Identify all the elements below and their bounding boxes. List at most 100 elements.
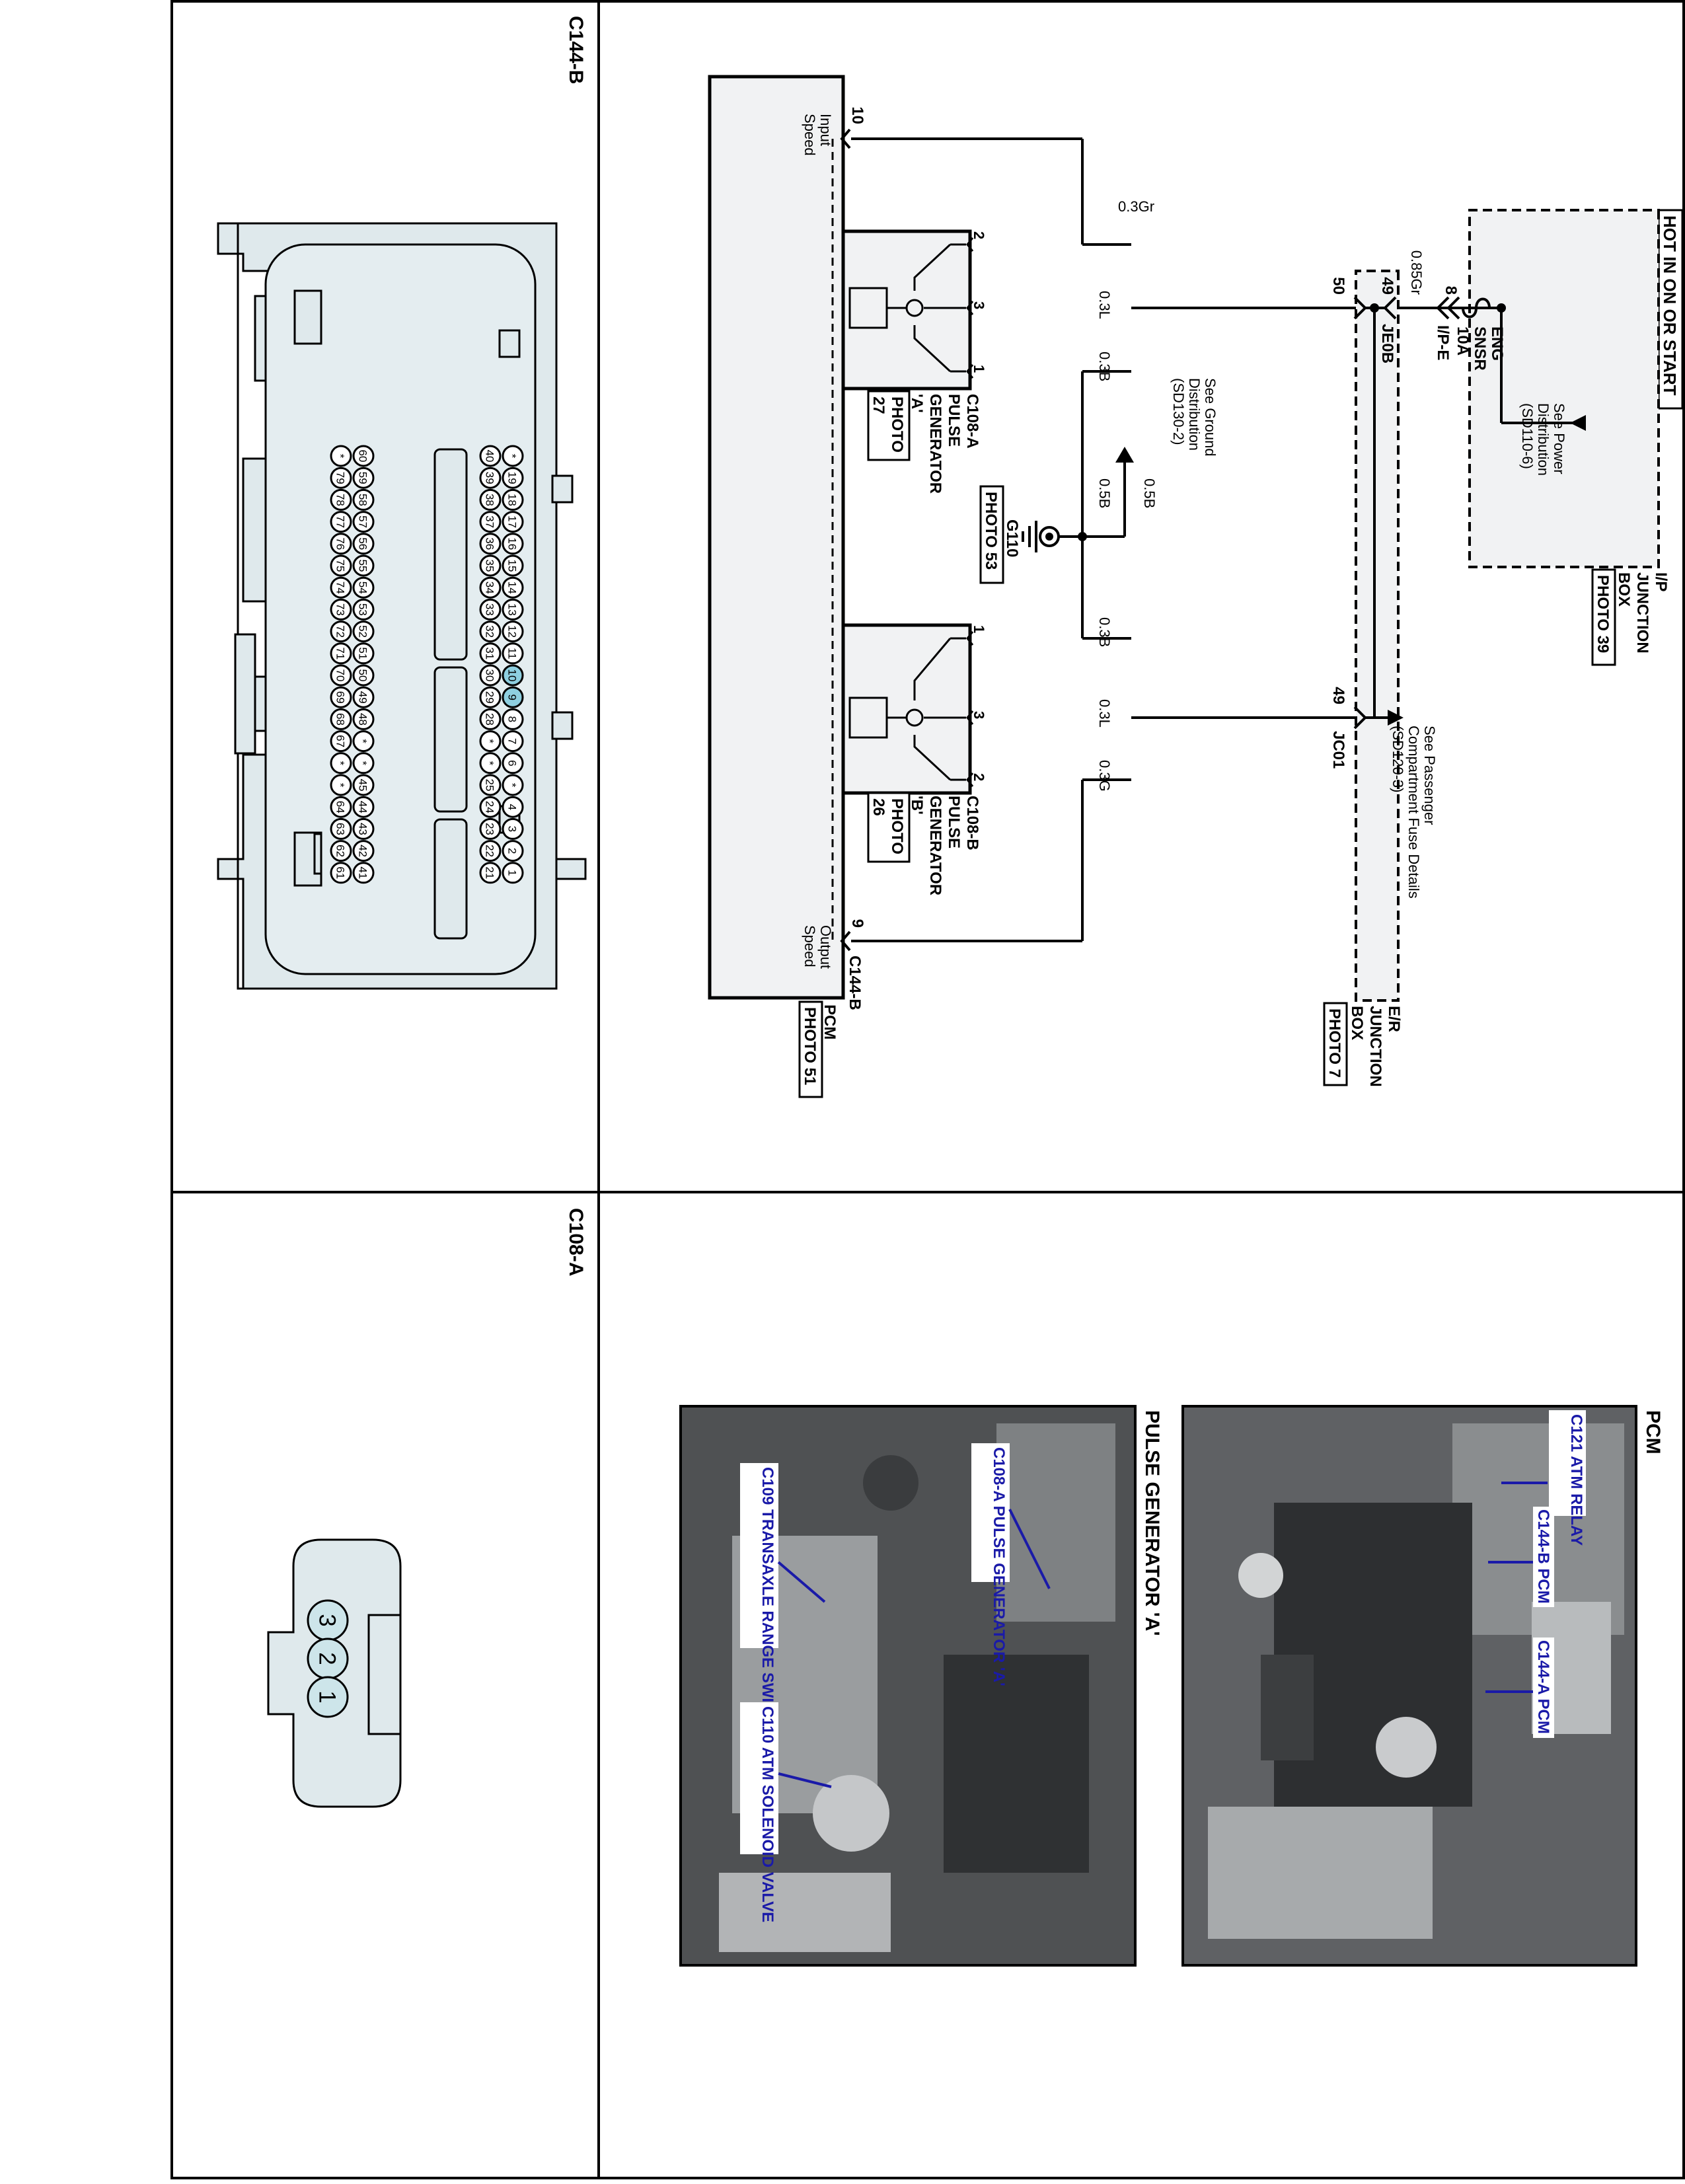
c144b-pin-number: 51 <box>357 647 369 659</box>
er-junction-box <box>1355 270 1400 1002</box>
c144b-frame <box>237 222 558 990</box>
c144b-pin: 25 <box>479 774 502 796</box>
c144b-pin: 63 <box>330 817 352 840</box>
c144b-pin: 76 <box>330 533 352 555</box>
pg-b-chevrons <box>966 631 974 787</box>
c144b-pin-cavity <box>479 621 502 643</box>
c144b-pin-number: 64 <box>334 801 347 813</box>
svg-text:Input: Input <box>817 114 834 146</box>
c144b-pin-number: 41 <box>357 866 369 879</box>
svg-text:Output: Output <box>817 925 834 969</box>
c144b-pin-cavity <box>330 862 352 884</box>
c144b-pin: 75 <box>330 554 352 577</box>
g110-ground-symbol <box>1022 521 1060 552</box>
c144b-pin-cavity <box>352 862 375 884</box>
c144b-pin: 69 <box>330 686 352 708</box>
pcm-connector: C144-B <box>846 956 864 1010</box>
c144b-pin-cavity <box>330 686 352 708</box>
svg-text:See Power: See Power <box>1551 403 1567 474</box>
c144b-pin-cavity <box>352 467 375 489</box>
svg-text:See Ground: See Ground <box>1202 378 1218 457</box>
c144b-pin: 6 <box>502 752 524 774</box>
c144b-pin-cavity <box>479 686 502 708</box>
pcm-photo: PHOTO 51 <box>801 1007 819 1085</box>
c144b-pin-number: 44 <box>357 801 369 813</box>
c144b-pin-cavity <box>502 554 524 577</box>
c144b-pin: 14 <box>502 576 524 599</box>
c144b-pin: 72 <box>330 621 352 643</box>
c144b-pin: 62 <box>330 840 352 862</box>
er-pin-a: 50 <box>1329 277 1347 295</box>
c144b-pin-cavity <box>352 840 375 862</box>
c144b-pin-cavity <box>352 511 375 533</box>
svg-text:0.5B: 0.5B <box>1096 478 1113 508</box>
c144b-pin-number: 25 <box>484 779 496 792</box>
c144b-pin-number: 78 <box>334 494 347 506</box>
c108a-pin-number: 3 <box>314 1614 340 1626</box>
c144b-pin: * <box>352 752 375 774</box>
c144b-pin-number: 14 <box>506 582 519 594</box>
c144b-pin-number: 39 <box>484 472 496 484</box>
c144b-pin: 57 <box>352 511 375 533</box>
svg-text:1: 1 <box>971 365 987 373</box>
c144b-pin: 10 <box>502 664 524 687</box>
svg-text:I/P: I/P <box>1652 572 1670 591</box>
c144b-pin-cavity <box>352 796 375 818</box>
c144b-pin-number: 54 <box>357 582 369 594</box>
c144b-pin-number: 73 <box>334 603 347 616</box>
c144b-pin-cavity <box>479 554 502 577</box>
c144b-pin-number: 38 <box>484 494 496 506</box>
c144b-pin-cavity <box>479 576 502 599</box>
c144b-pin-cavity <box>479 598 502 621</box>
svg-text:1: 1 <box>971 625 987 633</box>
c144b-pin-cavity <box>352 576 375 599</box>
pg-b-internal <box>848 637 966 781</box>
c144b-pin-number: 3 <box>506 826 519 832</box>
pg-b-photo-box <box>867 792 911 863</box>
photo-panels: PCM C121 ATM RELAY C144-B PCM C144-A PCM… <box>679 1405 1664 1967</box>
c144b-pin-cavity <box>352 686 375 708</box>
c144b-pin: 32 <box>479 621 502 643</box>
c144b-pin-cavity <box>330 533 352 555</box>
er-splice <box>1370 303 1379 313</box>
c144b-pin-cavity <box>502 730 524 753</box>
c144b-pin-cavity <box>502 621 524 643</box>
c144b-pin: 7 <box>502 730 524 753</box>
pcm-input-pin: 10 <box>848 106 866 124</box>
pg-b-name: PULSE GENERATOR 'B' <box>908 796 963 895</box>
c144b-pin-number: 37 <box>484 515 496 528</box>
c144b-pin-number: 6 <box>506 760 519 766</box>
svg-text:Distribution: Distribution <box>1535 403 1552 476</box>
c144b-pin-number: * <box>357 761 369 765</box>
c144b-pin: 50 <box>352 664 375 687</box>
c144b-pin-number: 53 <box>357 603 369 616</box>
svg-text:0.3B: 0.3B <box>1096 352 1113 381</box>
c144b-pin-cavity <box>479 533 502 555</box>
svg-text:SNSR: SNSR <box>1471 326 1489 371</box>
svg-text:C121 ATM RELAY: C121 ATM RELAY <box>1567 1414 1585 1546</box>
svg-text:'B': 'B' <box>908 796 926 815</box>
c144b-pin-number: 11 <box>506 648 519 659</box>
pcm-output-label: Output Speed <box>802 925 834 969</box>
ip-connector-label: I/P-E <box>1434 325 1452 360</box>
c144b-pin-cavity <box>479 708 502 730</box>
c144b-pin-cavity <box>502 467 524 489</box>
c144b-pin-number: 19 <box>506 472 519 484</box>
svg-text:(SD130-2): (SD130-2) <box>1170 378 1187 445</box>
c144b-pin-cavity <box>330 576 352 599</box>
svg-text:2: 2 <box>971 231 987 239</box>
pcm-name: PCM <box>821 1004 839 1039</box>
ip-box-label: I/P JUNCTION BOX <box>1615 572 1670 654</box>
c144b-pin-cavity <box>330 598 352 621</box>
c144b-pin-number: 9 <box>506 694 519 700</box>
c144b-pin-cavity <box>479 730 502 753</box>
c144b-pin-number: 48 <box>357 713 369 726</box>
power-ref: See Power Distribution (SD110-6) <box>1519 403 1567 476</box>
c108a-pin: 1 <box>307 1676 349 1718</box>
c144b-pin-cavity <box>352 554 375 577</box>
er-photo-box <box>1323 1002 1348 1086</box>
pg-a-chevrons <box>966 237 974 379</box>
svg-text:10A: 10A <box>1454 326 1472 356</box>
c144b-pin-number: 34 <box>484 582 496 594</box>
pg-b-photo: PHOTO <box>888 798 906 854</box>
